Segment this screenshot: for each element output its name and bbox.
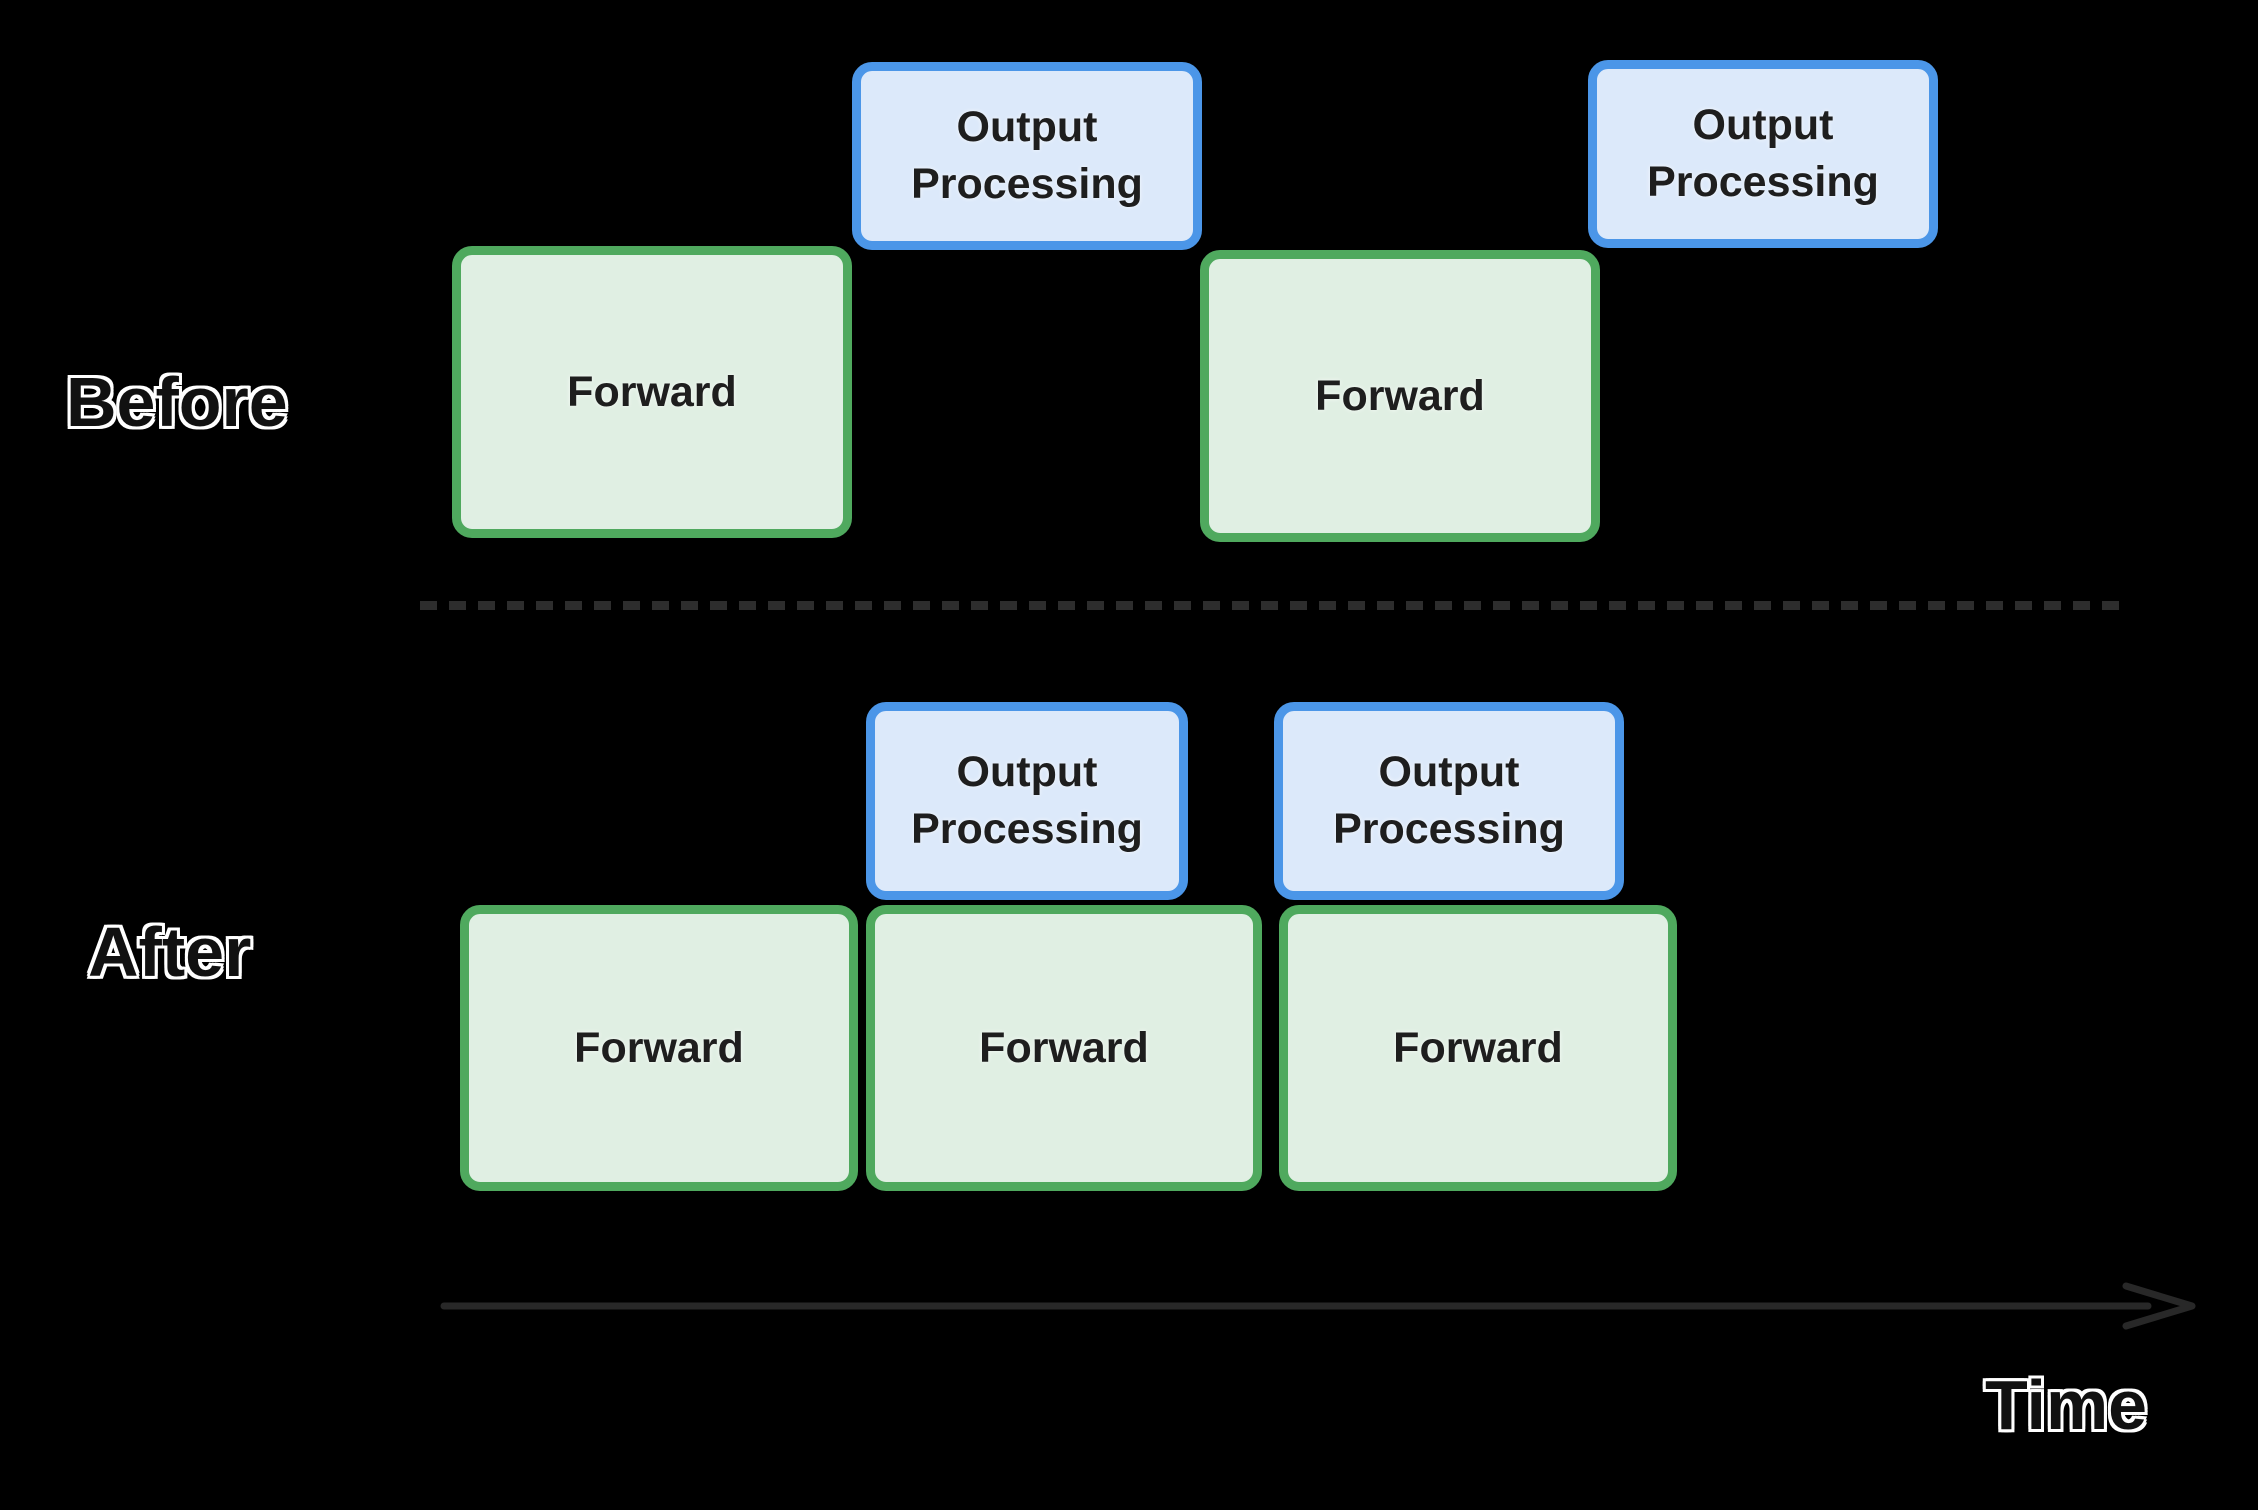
output-processing-box-label: Output Processing — [1333, 748, 1565, 853]
forward-box-label: Forward — [567, 367, 737, 416]
output-processing-box-label: Output Processing — [911, 103, 1143, 208]
output-processing-box: Output Processing — [1274, 702, 1624, 900]
forward-box: Forward — [1279, 905, 1677, 1191]
forward-box-label: Forward — [979, 1023, 1149, 1072]
time-arrow-icon — [440, 1282, 2196, 1330]
output-processing-box-label: Output Processing — [1647, 101, 1879, 206]
forward-box-label: Forward — [1315, 371, 1485, 420]
time-axis-label: Time — [1985, 1366, 2148, 1444]
forward-box-label: Forward — [1393, 1023, 1563, 1072]
after-label: After — [88, 913, 252, 991]
output-processing-box: Output Processing — [852, 62, 1202, 250]
forward-box: Forward — [866, 905, 1262, 1191]
forward-box: Forward — [452, 246, 852, 538]
output-processing-box-label: Output Processing — [911, 748, 1143, 853]
dashed-divider-line — [420, 601, 2128, 610]
before-label: Before — [66, 363, 288, 441]
forward-box: Forward — [1200, 250, 1600, 542]
output-processing-box: Output Processing — [866, 702, 1188, 900]
output-processing-box: Output Processing — [1588, 60, 1938, 248]
forward-box: Forward — [460, 905, 858, 1191]
forward-box-label: Forward — [574, 1023, 744, 1072]
